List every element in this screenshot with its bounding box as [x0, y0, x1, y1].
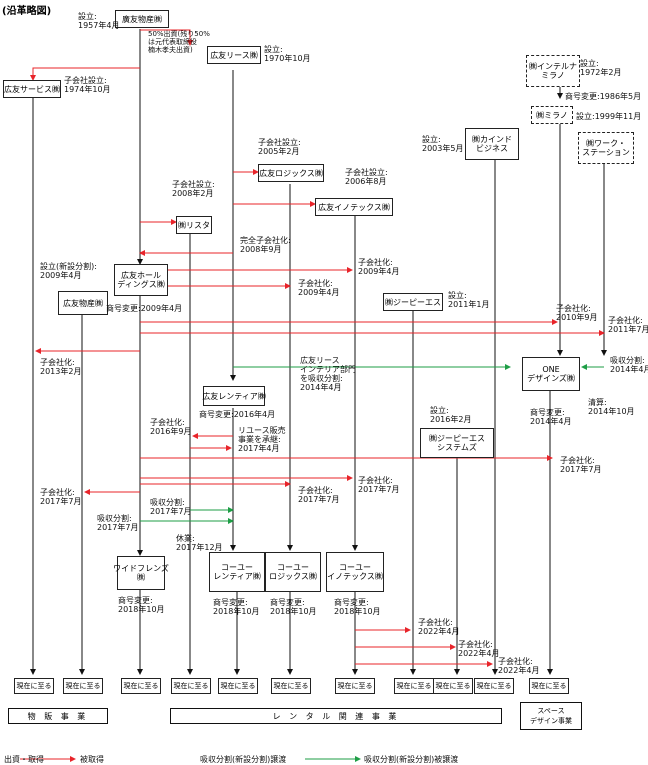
note-subsidiary-2017d: 子会社化: 2017年7月: [40, 488, 82, 506]
note-subsidiary-2022a: 子会社化: 2022年4月: [418, 618, 460, 636]
note-subsidiary-2011: 子会社化: 2011年7月: [608, 316, 648, 334]
end-box: 現在に至る: [474, 678, 514, 694]
note-interior-split-2014: 広友リース インテリア部門 を吸収分割: 2014年4月: [300, 356, 356, 392]
company-coyu-innotex: コーユー イノテックス㈱: [326, 552, 384, 592]
note-subsidiary-2006: 子会社設立: 2006年8月: [345, 168, 388, 186]
note-subsidiary-1974: 子会社設立: 1974年10月: [64, 76, 111, 94]
company-wide-friends: ワイドフレンズ ㈱: [113, 556, 169, 590]
company-hiroyu-lease: 広友リース㈱: [207, 46, 261, 64]
company-work-station: ㈱ワーク・ ステーション: [578, 132, 634, 164]
company-coyu-logistics: コーユー ロジックス㈱: [265, 552, 321, 592]
end-box: 現在に至る: [121, 678, 161, 694]
note-split-2017a: 吸収分割: 2017年7月: [150, 498, 192, 516]
legend-red-to-label: 被取得: [80, 755, 104, 764]
note-establish-1972: 設立: 1972年2月: [580, 59, 622, 77]
segment-bussan: 物 販 事 業: [8, 708, 108, 724]
arrow-to-service: [30, 67, 140, 81]
note-rename-2014: 商号変更: 2014年4月: [530, 408, 572, 426]
company-milano: ㈱ミラノ: [531, 106, 573, 124]
note-establish-2003: 設立: 2003年5月: [422, 135, 464, 153]
end-box: 現在に至る: [14, 678, 54, 694]
legend-red-label: 出資・取得: [4, 755, 44, 764]
segment-rental: レ ン タ ル 関 連 事 業: [170, 708, 502, 724]
note-subsidiary-2017b: 子会社化: 2017年7月: [358, 476, 400, 494]
company-bussan2: 広友物産㈱: [58, 291, 108, 315]
note-subsidiary-2016: 子会社化: 2016年9月: [150, 418, 192, 436]
note-subsidiary-2008: 子会社設立: 2008年2月: [172, 180, 215, 198]
note-establish-1970: 設立: 1970年10月: [264, 45, 311, 63]
note-rename-1986: 商号変更:1986年5月: [565, 92, 642, 101]
diagram-title: (沿革略図): [2, 6, 52, 17]
note-split-2017b: 吸収分割: 2017年7月: [97, 514, 139, 532]
end-box: 現在に至る: [218, 678, 258, 694]
note-subsidiary-2009a: 子会社化: 2009年4月: [358, 258, 400, 276]
company-hiroyu-service: 広友サービス㈱: [3, 80, 61, 98]
note-full-subsidiary-2008: 完全子会社化: 2008年9月: [240, 236, 291, 254]
legend-green-label: 吸収分割(新設分割)譲渡: [200, 755, 287, 764]
company-gpes-systems: ㈱ジーピーエス システムズ: [420, 428, 494, 458]
note-suspension-2017: 休業: 2017年12月: [176, 534, 223, 552]
company-kaind: ㈱カインド ビジネス: [465, 128, 519, 160]
note-subsidiary-2022b: 子会社化: 2022年4月: [458, 640, 500, 658]
end-box: 現在に至る: [335, 678, 375, 694]
end-box: 現在に至る: [394, 678, 434, 694]
legend-green-to-label: 吸収分割(新設分割)被譲渡: [364, 755, 459, 764]
note-subsidiary-2013: 子会社化: 2013年2月: [40, 358, 82, 376]
note-rename-2016: 商号変更:2016年4月: [199, 410, 276, 419]
end-box: 現在に至る: [529, 678, 569, 694]
end-box: 現在に至る: [433, 678, 473, 694]
note-establish-1999: 設立:1999年11月: [576, 112, 642, 121]
segment-space-design: スペース デザイン事業: [520, 702, 582, 730]
note-rename-2018a: 商号変更: 2018年10月: [118, 596, 165, 614]
note-reuse-2017: リユース販売 事業を承継: 2017年4月: [238, 426, 286, 453]
note-subsidiary-2010: 子会社化: 2010年9月: [556, 304, 598, 322]
company-one-designs: ONE デザインズ㈱: [522, 357, 580, 391]
end-box: 現在に至る: [63, 678, 103, 694]
note-liquidation-2014: 清算: 2014年10月: [588, 398, 635, 416]
note-establish-1957: 設立: 1957年4月: [78, 12, 120, 30]
note-split-2014: 吸収分割: 2014年4月: [610, 356, 648, 374]
company-hiroyu-bussan: 廣友物産㈱: [115, 10, 169, 28]
note-rename-2009: 商号変更:2009年4月: [106, 304, 183, 313]
company-gpes: ㈱ジーピーエス: [383, 293, 443, 311]
note-subsidiary-2005: 子会社設立: 2005年2月: [258, 138, 301, 156]
company-innotex: 広友イノテックス㈱: [315, 198, 393, 216]
end-box: 現在に至る: [171, 678, 211, 694]
note-subsidiary-2022c: 子会社化: 2022年4月: [498, 657, 540, 675]
note-establish-split-2009: 設立(新設分割): 2009年4月: [40, 262, 97, 280]
note-subsidiary-2009b: 子会社化: 2009年4月: [298, 279, 340, 297]
note-subsidiary-2017c: 子会社化: 2017年7月: [298, 486, 340, 504]
note-rename-2018b: 商号変更: 2018年10月: [213, 598, 260, 616]
note-rename-2018d: 商号変更: 2018年10月: [334, 598, 381, 616]
company-lista: ㈱リスタ: [176, 216, 212, 234]
note-establish-2016: 設立: 2016年2月: [430, 406, 472, 424]
company-coyu-rentia: コーユー レンティア㈱: [209, 552, 265, 592]
note-subsidiary-2017a: 子会社化: 2017年7月: [560, 456, 602, 474]
company-interna-milano: ㈱インテルナ ミラノ: [526, 55, 580, 87]
company-rentia: 広友レンティア㈱: [202, 386, 266, 406]
note-rename-2018c: 商号変更: 2018年10月: [270, 598, 317, 616]
company-holdings: 広友ホール ディングス㈱: [114, 264, 168, 296]
note-establish-2011: 設立: 2011年1月: [448, 291, 490, 309]
company-logistics: 広友ロジックス㈱: [258, 164, 324, 182]
end-box: 現在に至る: [271, 678, 311, 694]
arrow-to-lease: [140, 29, 193, 46]
note-investment: 50%出資(残り50% は元代表取締役 楠木孝夫出資): [148, 30, 210, 54]
